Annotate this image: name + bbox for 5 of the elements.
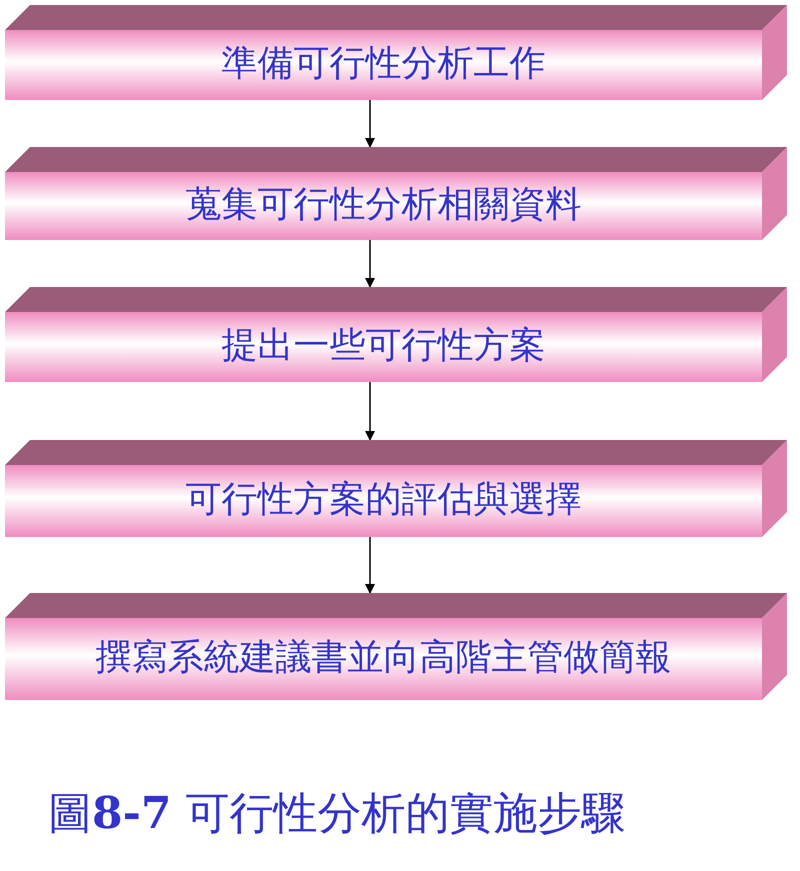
arrow (365, 537, 375, 594)
figure-caption: 圖8-7 可行性分析的實施步驟 (48, 790, 626, 838)
arrow (365, 382, 375, 441)
arrow (365, 240, 375, 288)
arrow (365, 100, 375, 148)
